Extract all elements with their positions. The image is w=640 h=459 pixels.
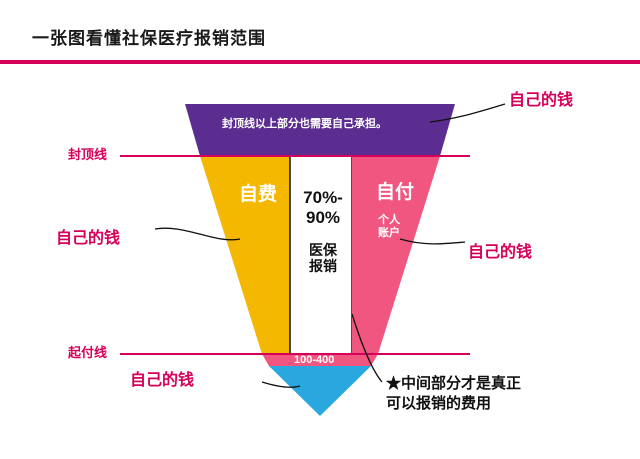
personal-account-label: 个人 账户 bbox=[378, 214, 400, 240]
deductible-tip-shape bbox=[269, 366, 371, 416]
footnote: ★中间部分才是真正 可以报销的费用 bbox=[386, 375, 522, 413]
cap-line-label: 封顶线 bbox=[68, 147, 108, 162]
co-pay-label: 自付 bbox=[376, 182, 415, 203]
funnel-graphic bbox=[120, 103, 506, 416]
header-divider bbox=[0, 60, 640, 64]
deductible-amount: 100-400 bbox=[294, 354, 335, 366]
self-pay-label: 自费 bbox=[239, 184, 278, 205]
leader-footnote bbox=[351, 313, 383, 383]
self-pay-shape bbox=[200, 156, 290, 354]
leader-right bbox=[399, 238, 466, 245]
page-title: 一张图看懂社保医疗报销范围 bbox=[32, 29, 266, 48]
leader-bottom-left bbox=[261, 381, 301, 388]
co-pay-shape bbox=[352, 156, 440, 354]
callout-left: 自己的钱 bbox=[56, 230, 121, 247]
leader-top-right bbox=[429, 103, 506, 123]
reimbursement-label: 医保 报销 bbox=[309, 242, 337, 275]
callout-top-right: 自己的钱 bbox=[509, 92, 574, 109]
cap-band-text: 封顶线以上部分也需要自己承担。 bbox=[222, 118, 387, 130]
deductible-strip-shape bbox=[262, 354, 378, 366]
leader-left bbox=[154, 227, 241, 241]
callout-right: 自己的钱 bbox=[468, 244, 533, 261]
reimbursement-percent: 70%- 90% bbox=[303, 188, 343, 227]
callout-bottom: 自己的钱 bbox=[130, 372, 195, 389]
cap-band-shape bbox=[185, 104, 455, 156]
header: 一张图看懂社保医疗报销范围 bbox=[0, 0, 640, 64]
funnel-diagram: 封顶线以上部分也需要自己承担。 封顶线 起付线 自费 自付 70%- 90% 医… bbox=[0, 64, 640, 459]
deductible-line-label: 起付线 bbox=[68, 345, 108, 360]
